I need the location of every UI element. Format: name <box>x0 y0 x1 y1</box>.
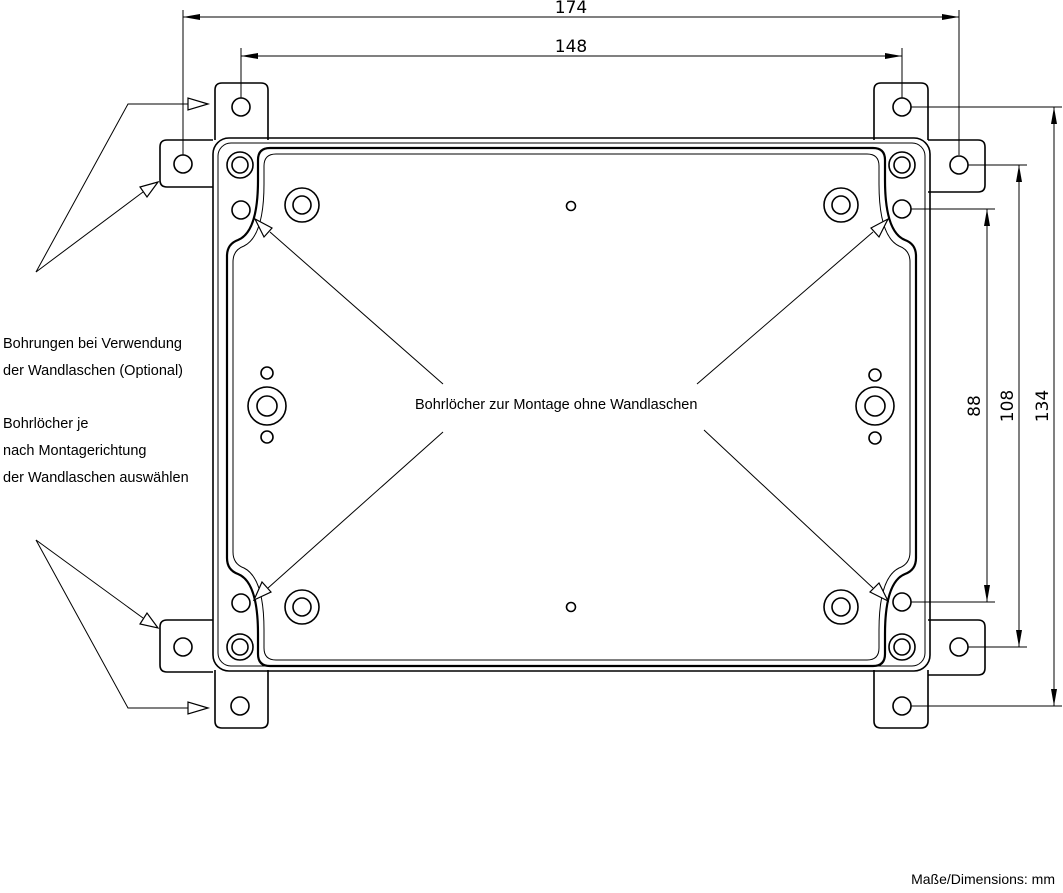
hole-mount-br <box>892 592 912 612</box>
hole-corner-br-inner <box>893 638 911 656</box>
tab-top-right <box>873 82 929 140</box>
housing-outline <box>212 137 931 672</box>
seal-groove-outer <box>225 146 918 668</box>
leader-lines <box>35 97 890 715</box>
housing-body <box>212 137 931 672</box>
leader-tab-top <box>35 103 188 273</box>
leader-mount-bl <box>267 431 444 589</box>
hole-corner-bl-inner <box>231 638 249 656</box>
pin-right-bottom <box>868 431 882 445</box>
leader-tab-bottom <box>35 539 188 709</box>
leader-mount-tl <box>269 231 444 385</box>
hole-center-bottom <box>565 601 577 613</box>
arrow-174-right <box>942 14 959 20</box>
hole-tab-top-left <box>231 97 251 117</box>
hole-center-top <box>565 200 577 212</box>
leader-mount-br <box>703 429 874 589</box>
dim-label-148: 148 <box>555 37 587 57</box>
hole-tab-bottom-left <box>230 696 250 716</box>
leader-tab-top-arrow <box>187 97 211 111</box>
hole-tab-left-upper <box>173 154 193 174</box>
hole-tab-bottom-right <box>892 696 912 716</box>
leader-tab-left-lower-arrow <box>139 611 160 629</box>
label-select-holes-line-1: Bohrlöcher je <box>3 416 89 432</box>
hole-corner-tl-inner <box>231 156 249 174</box>
leader-tab-left-lower <box>35 539 144 619</box>
dimension-lines: 174 148 88 108 134 <box>182 0 1062 707</box>
leader-mount-br-arrow <box>868 581 890 603</box>
leader-tab-left-upper-arrow <box>139 180 160 199</box>
leader-tab-left-upper <box>35 191 144 273</box>
pin-left-bottom <box>260 430 274 444</box>
leader-mount-tr <box>696 231 874 385</box>
label-wall-bracket-holes-line-1: Bohrungen bei Verwendung <box>3 336 182 352</box>
arrow-108-bottom <box>1016 630 1022 647</box>
dim-label-174: 174 <box>555 0 587 18</box>
pin-left-top <box>260 366 274 380</box>
hole-mount-tr <box>892 199 912 219</box>
label-select-holes-line-3: der Wandlaschen auswählen <box>3 470 189 486</box>
leader-mount-tr-arrow <box>870 217 890 239</box>
label-select-holes-line-2: nach Montagerichtung <box>3 443 147 459</box>
tab-left-upper <box>159 139 213 188</box>
boss-left-inner <box>256 395 278 417</box>
seal-groove-inner <box>232 153 911 661</box>
label-select-holes: Bohrlöcher je nach Montagerichtung der W… <box>3 411 189 492</box>
holes <box>173 97 969 716</box>
arrow-148-right <box>885 53 902 59</box>
boss-tr-inner <box>831 195 851 215</box>
dim-label-134: 134 <box>1033 390 1053 422</box>
arrow-88-top <box>984 209 990 226</box>
hole-mount-tl <box>231 200 251 220</box>
hole-tab-right-lower <box>949 637 969 657</box>
arrow-148-left <box>241 53 258 59</box>
tab-left-lower <box>159 619 213 673</box>
dim-label-88: 88 <box>965 395 985 417</box>
arrow-134-top <box>1051 107 1057 124</box>
leader-mount-tl-arrow <box>253 217 273 239</box>
hole-mount-bl <box>231 593 251 613</box>
leader-tab-bottom-arrow <box>187 701 211 715</box>
arrow-108-top <box>1016 165 1022 182</box>
boss-right-inner <box>864 395 886 417</box>
boss-br-inner <box>831 597 851 617</box>
units-note: Maße/Dimensions: mm <box>911 871 1055 887</box>
tab-bottom-left <box>214 670 269 729</box>
arrow-134-bottom <box>1051 689 1057 706</box>
hole-tab-top-right <box>892 97 912 117</box>
dim-label-108: 108 <box>998 390 1018 422</box>
arrow-174-left <box>183 14 200 20</box>
label-mounting-without-brackets: Bohrlöcher zur Montage ohne Wandlaschen <box>415 397 698 413</box>
arrow-88-bottom <box>984 585 990 602</box>
boss-bl-inner <box>292 597 312 617</box>
hole-tab-left-lower <box>173 637 193 657</box>
label-wall-bracket-holes-line-2: der Wandlaschen (Optional) <box>3 363 183 379</box>
boss-tl-inner <box>292 195 312 215</box>
hole-corner-tr-inner <box>893 156 911 174</box>
hole-tab-right-upper <box>949 155 969 175</box>
wall-brackets <box>159 82 986 729</box>
label-wall-bracket-holes: Bohrungen bei Verwendung der Wandlaschen… <box>3 331 183 385</box>
pin-right-top <box>868 368 882 382</box>
leader-mount-bl-arrow <box>252 580 272 602</box>
tab-bottom-right <box>873 670 929 729</box>
tab-right-upper <box>928 139 986 193</box>
